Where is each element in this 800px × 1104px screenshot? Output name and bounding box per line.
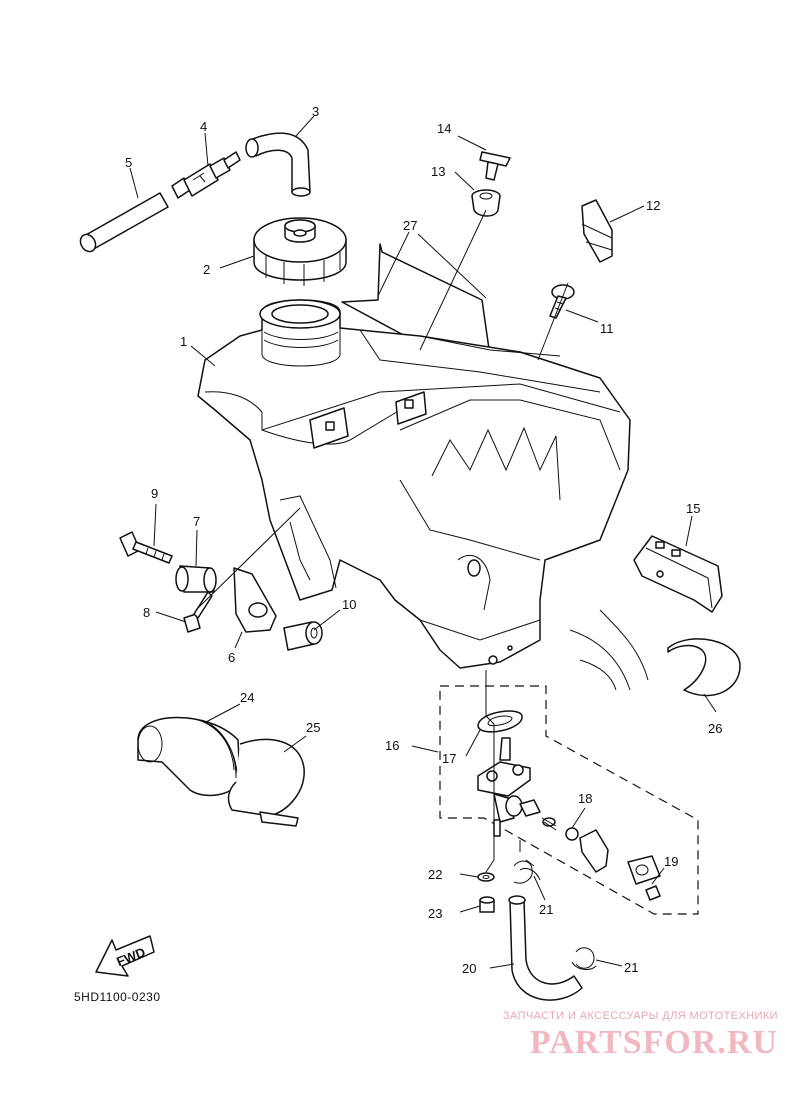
callout-18: 18 — [578, 791, 592, 806]
callout-20: 20 — [462, 961, 476, 976]
fwd-arrow-icon: FWD — [95, 935, 155, 977]
callout-21-a: 21 — [539, 902, 553, 917]
callout-13: 13 — [431, 164, 445, 179]
callout-15: 15 — [686, 501, 700, 516]
part-14-screw — [479, 151, 511, 181]
part-17-gasket — [477, 710, 523, 733]
part-4-check-valve — [171, 151, 241, 199]
part-12-clip — [581, 199, 613, 263]
callout-3: 3 — [312, 104, 319, 119]
watermark-tagline: ЗАПЧАСТИ И АКСЕССУАРЫ ДЛЯ МОТОТЕХНИКИ — [502, 1010, 778, 1022]
callout-27: 27 — [403, 218, 417, 233]
callout-1: 1 — [180, 334, 187, 349]
part-15-cover — [633, 535, 723, 613]
part-25-band — [227, 738, 305, 827]
leader-lines — [129, 115, 717, 969]
part-13-grommet — [471, 189, 501, 217]
part-6-bracket — [233, 567, 277, 633]
part-5-hose — [79, 192, 169, 253]
callout-22: 22 — [428, 867, 442, 882]
callout-7: 7 — [193, 514, 200, 529]
callout-21-b: 21 — [624, 960, 638, 975]
part-22-washer — [477, 872, 495, 882]
part-26-guard — [569, 609, 741, 697]
callout-5: 5 — [125, 155, 132, 170]
callout-9: 9 — [151, 486, 158, 501]
callout-17: 17 — [442, 751, 456, 766]
part-7-damper — [175, 565, 217, 593]
callout-11: 11 — [600, 321, 614, 336]
callout-4: 4 — [200, 119, 207, 134]
part-23-bolt — [479, 896, 495, 913]
diagram-code: 5HD1100-0230 — [74, 990, 161, 1004]
callout-2: 2 — [203, 262, 210, 277]
callout-19: 19 — [664, 854, 678, 869]
callout-26: 26 — [708, 721, 722, 736]
callout-6: 6 — [228, 650, 235, 665]
part-21-clip-a — [513, 860, 541, 884]
callout-10: 10 — [342, 597, 356, 612]
part-2-fuel-cap — [253, 217, 347, 286]
part-1-fuel-tank — [197, 299, 631, 669]
callout-16: 16 — [385, 738, 399, 753]
callout-14: 14 — [437, 121, 451, 136]
fuel-cock-group-box — [439, 685, 699, 915]
part-24-hose — [137, 716, 241, 797]
callout-numbers: 1 2 3 4 5 6 7 8 9 10 11 12 13 14 15 16 1… — [125, 104, 722, 976]
callout-8: 8 — [143, 605, 150, 620]
callout-12: 12 — [646, 198, 660, 213]
part-16-fuel-cock — [477, 737, 531, 837]
part-20-fuel-hose — [508, 895, 583, 1001]
callout-23: 23 — [428, 906, 442, 921]
watermark-brand-logo: PARTSFOR.RU — [529, 1024, 778, 1061]
part-9-bolt — [119, 531, 173, 564]
part-11-bolt — [549, 284, 575, 319]
part-21-clip-b — [571, 947, 597, 970]
callout-25: 25 — [306, 720, 320, 735]
part-3-breather-hose — [245, 132, 311, 197]
part-fuel-cock-knob-parts — [519, 799, 661, 901]
part-10-collar — [283, 621, 323, 651]
callout-24: 24 — [240, 690, 254, 705]
